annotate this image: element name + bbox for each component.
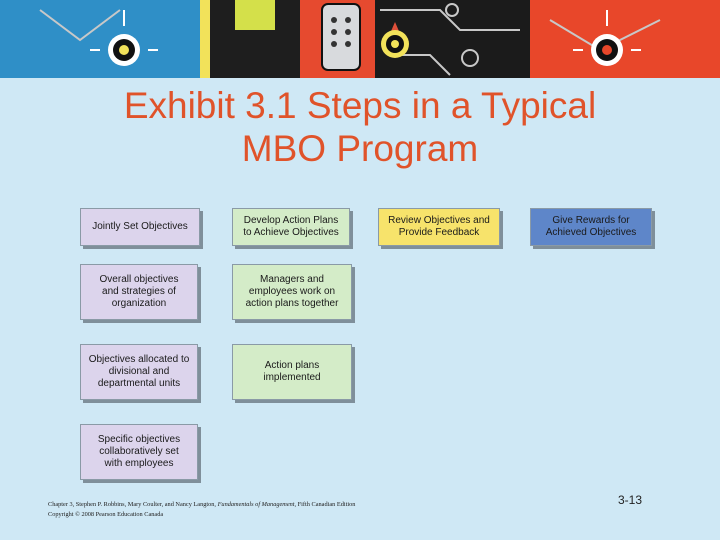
- header-label: Jointly Set Objectives: [92, 221, 188, 233]
- footer-edition: , Fifth Canadian Edition: [295, 501, 356, 508]
- step-overall-objectives: Overall objectives and strategies of org…: [80, 264, 198, 320]
- footer-copyright: Copyright © 2008 Pearson Education Canad…: [48, 510, 568, 520]
- slide-title-line-1: Exhibit 3.1 Steps in a Typical: [124, 85, 596, 126]
- header-label: Review Objectives and Provide Feedback: [388, 215, 490, 239]
- step-objectives-allocated: Objectives allocated to divisional and d…: [80, 344, 198, 400]
- step-managers-employees-work: Managers and employees work on action pl…: [232, 264, 352, 320]
- header-review-objectives: Review Objectives and Provide Feedback: [378, 208, 500, 246]
- banner-artwork: [0, 0, 720, 78]
- footer-authors: Chapter 3, Stephen P. Robbins, Mary Coul…: [48, 501, 218, 508]
- header-give-rewards: Give Rewards for Achieved Objectives: [530, 208, 652, 246]
- page-number: 3-13: [618, 493, 642, 507]
- step-label: Action plans implemented: [263, 360, 320, 384]
- step-label: Overall objectives and strategies of org…: [100, 274, 179, 310]
- step-label: Objectives allocated to divisional and d…: [89, 354, 190, 390]
- footer-book-title: Fundamentals of Management: [218, 501, 295, 508]
- footer-citation: Chapter 3, Stephen P. Robbins, Mary Coul…: [48, 500, 568, 520]
- step-label: Specific objectives collaboratively set …: [98, 434, 180, 470]
- step-label: Managers and employees work on action pl…: [246, 274, 339, 310]
- header-develop-action-plans: Develop Action Plans to Achieve Objectiv…: [232, 208, 350, 246]
- slide-title-line-2: MBO Program: [242, 128, 478, 169]
- slide-title: Exhibit 3.1 Steps in a Typical MBO Progr…: [0, 84, 720, 170]
- decorative-banner: [0, 0, 720, 78]
- step-specific-objectives: Specific objectives collaboratively set …: [80, 424, 198, 480]
- header-label: Give Rewards for Achieved Objectives: [546, 215, 637, 239]
- header-jointly-set-objectives: Jointly Set Objectives: [80, 208, 200, 246]
- step-action-plans-implemented: Action plans implemented: [232, 344, 352, 400]
- header-label: Develop Action Plans to Achieve Objectiv…: [243, 215, 339, 239]
- footer-line-1: Chapter 3, Stephen P. Robbins, Mary Coul…: [48, 500, 568, 510]
